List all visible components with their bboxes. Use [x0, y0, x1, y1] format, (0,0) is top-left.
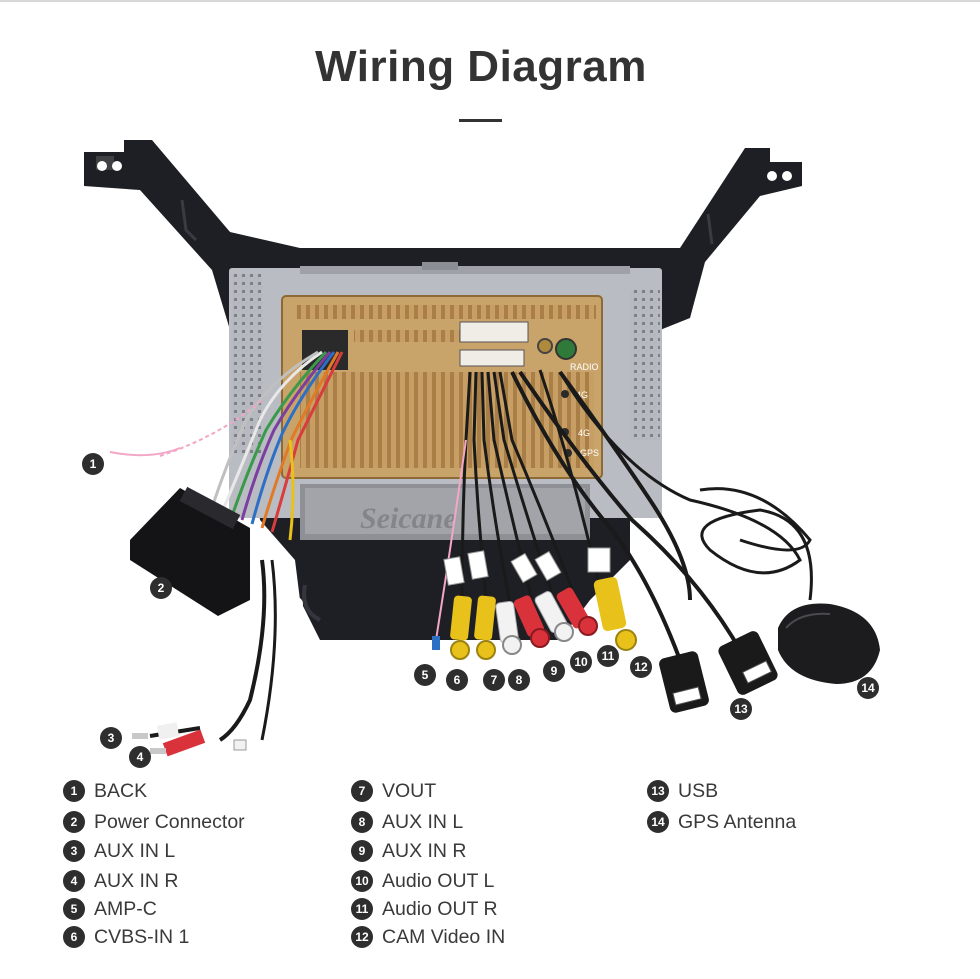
legend-item-power-connector: 2 Power Connector	[63, 810, 245, 834]
callout-6: 6	[446, 669, 468, 691]
watermark: Seicane	[360, 502, 457, 535]
legend-num: 14	[647, 811, 669, 833]
legend-num: 13	[647, 780, 669, 802]
legend-item-audio-out-l: 10 Audio OUT L	[351, 869, 494, 893]
legend-num: 2	[63, 811, 85, 833]
title-underline	[459, 119, 502, 122]
callout-1: 1	[82, 453, 104, 475]
legend-label: Power Connector	[94, 810, 245, 833]
top-rule	[0, 0, 980, 2]
legend-num: 9	[351, 840, 373, 862]
legend-num: 6	[63, 926, 85, 948]
usb-connectors	[659, 631, 778, 713]
legend-label: Audio OUT R	[382, 897, 498, 920]
legend-label: AUX IN L	[382, 810, 464, 833]
legend-label: USB	[678, 779, 719, 802]
legend-item-aux-in-l-2: 8 AUX IN L	[351, 810, 463, 834]
legend-item-aux-in-l: 3 AUX IN L	[63, 839, 175, 863]
legend-label: Audio OUT L	[382, 869, 495, 892]
legend-num: 8	[351, 811, 373, 833]
rca-cable-bundle	[435, 371, 580, 641]
callout-2: 2	[150, 577, 172, 599]
legend-item-aux-in-r-2: 9 AUX IN R	[351, 839, 467, 863]
legend-num: 5	[63, 898, 85, 920]
callout-10: 10	[570, 651, 592, 673]
callout-14: 14	[857, 677, 879, 699]
rca-plugs	[432, 550, 598, 660]
port-4g-label-2: 4G	[578, 428, 590, 438]
aux-in-plugs-left	[132, 722, 247, 757]
callout-5: 5	[414, 664, 436, 686]
legend-item-cvbs-in-1: 6 CVBS-IN 1	[63, 925, 189, 949]
gps-antenna	[558, 371, 880, 684]
legend-item-gps-antenna: 14 GPS Antenna	[647, 810, 796, 834]
legend-label: AUX IN L	[94, 839, 176, 862]
legend-num: 12	[351, 926, 373, 948]
legend-label: VOUT	[382, 779, 437, 802]
power-connector	[130, 486, 277, 742]
legend-item-amp-c: 5 AMP-C	[63, 897, 157, 921]
legend-label: AUX IN R	[94, 869, 179, 892]
legend-item-vout: 7 VOUT	[351, 779, 436, 803]
usb-cables	[510, 370, 742, 661]
callout-8: 8	[508, 669, 530, 691]
legend-item-usb: 13 USB	[647, 779, 718, 803]
legend-item-cam-video-in: 12 CAM Video IN	[351, 925, 505, 949]
legend-num: 7	[351, 780, 373, 802]
legend-label: AMP-C	[94, 897, 157, 920]
lower-tray: Seicane	[300, 484, 590, 540]
legend-label: BACK	[94, 779, 148, 802]
legend-num: 3	[63, 840, 85, 862]
page-title: Wiring Diagram	[315, 42, 647, 91]
legend-num: 1	[63, 780, 85, 802]
legend-item-back: 1 BACK	[63, 779, 147, 803]
callout-12: 12	[630, 656, 652, 678]
power-harness-wires	[109, 350, 344, 541]
callout-3: 3	[100, 727, 122, 749]
legend-num: 4	[63, 870, 85, 892]
legend-item-aux-in-r: 4 AUX IN R	[63, 869, 179, 893]
legend-num: 10	[351, 870, 373, 892]
port-gps-label: GPS	[580, 448, 599, 458]
head-unit-case: RADIO 4G 4G GPS	[281, 295, 603, 479]
legend-num: 11	[351, 898, 373, 920]
port-4g-label-1: 4G	[576, 390, 588, 400]
cam-video-plug	[538, 369, 637, 651]
radio-label: RADIO	[570, 362, 599, 372]
legend-item-audio-out-r: 11 Audio OUT R	[351, 897, 498, 921]
wiring-diagram-illustration: RADIO 4G 4G GPS Seicane	[84, 140, 880, 757]
callout-11: 11	[597, 645, 619, 667]
legend-label: CVBS-IN 1	[94, 925, 190, 948]
callout-13: 13	[730, 698, 752, 720]
legend-label: AUX IN R	[382, 839, 467, 862]
callout-9: 9	[543, 660, 565, 682]
legend-label: CAM Video IN	[382, 925, 506, 948]
callout-7: 7	[483, 669, 505, 691]
callout-4: 4	[129, 746, 151, 768]
legend-label: GPS Antenna	[678, 810, 797, 833]
